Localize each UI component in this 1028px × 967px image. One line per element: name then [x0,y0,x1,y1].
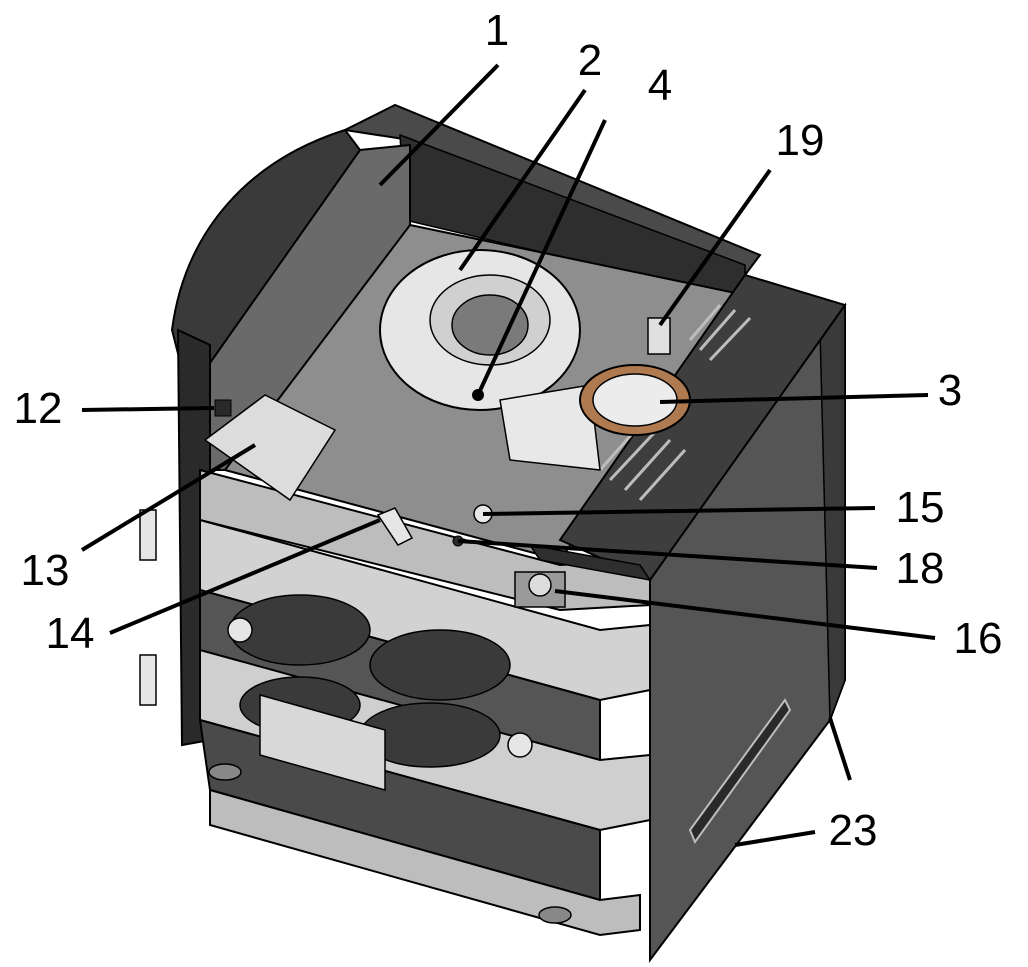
callout-2: 2 [578,36,602,85]
blower-outlet [451,294,529,356]
inspection-plate [259,694,386,791]
callout-12: 12 [14,384,63,433]
control-box [203,394,337,502]
blower-duct [499,384,601,471]
disc-right [369,629,511,701]
bottom-bar [209,788,641,937]
pipe-14 [376,507,414,546]
callout-16: 16 [954,614,1003,663]
leader-19 [658,168,772,327]
callout-19: 19 [776,116,825,165]
callout-3: 3 [938,366,962,415]
foot-right [538,906,572,924]
leader-14 [109,518,381,635]
left-fitting-lower [139,654,157,706]
port-right [507,732,533,758]
callout-15: 15 [896,483,945,532]
leader-16 [554,589,936,640]
leader-18 [457,539,878,570]
leader-4 [476,119,607,396]
leader-1 [378,63,500,187]
leader-12 [81,406,215,412]
callout-14: 14 [46,609,95,658]
sensor-19 [647,317,671,355]
leader-23-b [734,830,816,847]
callout-13: 13 [21,546,70,595]
callout-1: 1 [485,6,509,55]
callout-18: 18 [896,544,945,593]
callout-23: 23 [829,806,878,855]
port-16-pipe [528,573,552,597]
leader-13 [80,443,257,552]
foot-left [208,763,242,781]
left-fitting-upper [139,509,157,561]
leader-15 [482,506,876,516]
leader-2 [458,88,587,272]
leader-23-a [828,717,852,781]
callout-4: 4 [648,61,672,110]
front-lid-strip [528,543,652,582]
control-knob-12 [214,399,232,417]
door-handle-slot [688,698,792,845]
port-left [227,617,253,643]
leader-3 [659,393,929,404]
